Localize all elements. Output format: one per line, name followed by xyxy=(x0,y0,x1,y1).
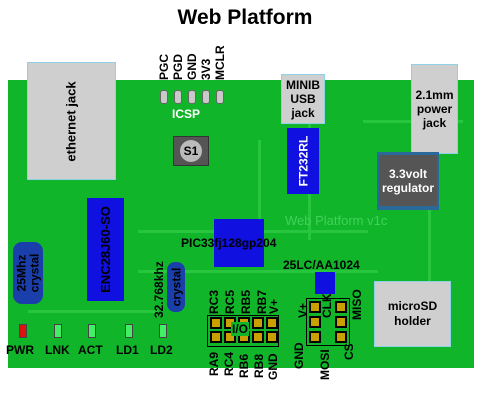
led-label-pwr: PWR xyxy=(6,343,34,357)
icsp-pin-3v3: 3V3 xyxy=(199,58,213,80)
icsp-pin xyxy=(174,90,182,104)
io-pin-top-label: V+ xyxy=(267,298,281,314)
spi-header-pin xyxy=(309,331,321,343)
io-header-pin xyxy=(266,317,278,329)
regulator: 3.3volt regulator xyxy=(379,155,437,206)
io-pin-bottom-label: RA9 xyxy=(207,351,221,376)
s1-button-cap: S1 xyxy=(180,140,202,162)
io-pin-bottom-label: RB6 xyxy=(237,353,251,378)
io-pin-top-label: RC3 xyxy=(207,289,221,314)
spi-pin-bottom-label: CS xyxy=(342,343,356,360)
icsp-pin xyxy=(160,90,168,104)
icsp-pin-mclr: MCLR xyxy=(213,45,227,80)
icsp-pin-pgd: PGD xyxy=(171,53,185,80)
spi-header xyxy=(306,298,350,346)
s1-button: S1 xyxy=(173,136,209,166)
crystal-25mhz-label-1: 25Mhz xyxy=(14,254,29,292)
crystal-32khz-freq: 32.768khz xyxy=(152,261,166,318)
crystal-25mhz-label-2: crystal xyxy=(27,253,42,293)
pcb-trace xyxy=(258,140,261,260)
spi-pin-top-label: MISO xyxy=(350,289,364,320)
led-label-ld2: LD2 xyxy=(150,343,173,357)
io-pin-bottom-label: GND xyxy=(266,353,280,380)
regulator-label-2: regulator xyxy=(381,180,434,195)
crystal-25mhz-label: 25Mhz crystal xyxy=(14,253,42,293)
led-label-act: ACT xyxy=(78,343,103,357)
icsp-pin xyxy=(202,90,210,104)
led-label-lnk: LNK xyxy=(45,343,70,357)
spi-header-pin xyxy=(335,301,347,313)
usb-jack-label-1: MINIB xyxy=(286,78,320,92)
enc28j60-label: ENC28J60-SO xyxy=(98,206,113,293)
power-jack-label-3: jack xyxy=(422,116,447,130)
spi-header-label: CLK xyxy=(320,293,334,318)
pcb-trace xyxy=(428,200,431,310)
io-header-label: I/O xyxy=(231,322,250,336)
microsd-label-2: holder xyxy=(394,314,431,328)
io-pin-bottom-label: RB8 xyxy=(252,353,266,378)
regulator-label-1: 3.3volt xyxy=(388,166,427,181)
io-pin-bottom-label: RC4 xyxy=(222,351,236,376)
power-jack: 2.1mm power jack xyxy=(411,64,458,154)
power-jack-label-1: 2.1mm xyxy=(415,88,454,102)
io-header-pin xyxy=(266,331,278,343)
spi-header-pin xyxy=(309,316,321,328)
io-pin-top-label: RC5 xyxy=(223,289,237,314)
led-lnk xyxy=(54,324,62,338)
pcb-trace xyxy=(138,270,378,273)
io-pin-top-label: RB5 xyxy=(239,289,253,314)
icsp-pin xyxy=(216,90,224,104)
usb-jack: MINIB USB jack xyxy=(281,74,325,124)
s1-label: S1 xyxy=(183,144,199,158)
led-ld1 xyxy=(125,324,133,338)
eeprom-label: 25LC/AA1024 xyxy=(283,258,360,272)
led-ld2 xyxy=(159,324,167,338)
pic-chip xyxy=(214,219,264,267)
spi-header-pin xyxy=(335,331,347,343)
crystal-32khz-label: crystal xyxy=(169,267,184,307)
power-jack-label-2: power xyxy=(416,102,453,116)
led-label-ld1: LD1 xyxy=(116,343,139,357)
icsp-pin-gnd: GND xyxy=(185,53,199,80)
pcb-trace xyxy=(28,310,158,313)
ft232-label: FT232RL xyxy=(296,135,310,187)
microsd-holder: microSD holder xyxy=(374,281,451,347)
io-header-pin xyxy=(210,331,222,343)
crystal-32khz: crystal xyxy=(167,262,185,312)
ethernet-jack: ethernet jack xyxy=(27,62,116,180)
eeprom-chip xyxy=(315,272,335,294)
ethernet-jack-label: ethernet jack xyxy=(63,80,79,162)
io-header-pin xyxy=(252,331,264,343)
microsd-label-1: microSD xyxy=(387,299,438,313)
io-header xyxy=(207,315,279,347)
page-title: Web Platform xyxy=(177,6,313,29)
enc28j60-chip: ENC28J60-SO xyxy=(87,198,124,301)
usb-jack-label-3: jack xyxy=(291,106,315,120)
icsp-label: ICSP xyxy=(172,107,201,121)
io-header-pin xyxy=(210,317,222,329)
silkscreen-text: Web Platform v1c xyxy=(285,213,388,228)
led-pwr xyxy=(19,324,27,338)
spi-header-pin xyxy=(335,316,347,328)
spi-pin-bottom-label: MOSI xyxy=(318,349,332,380)
usb-jack-label-2: USB xyxy=(290,92,316,106)
pic-label: PIC33fj128gp204 xyxy=(181,236,277,250)
led-act xyxy=(88,324,96,338)
spi-pin-bottom-label: GND xyxy=(292,342,306,369)
icsp-pin-pgc: PGC xyxy=(157,53,171,80)
icsp-pin xyxy=(188,90,196,104)
ft232-chip: FT232RL xyxy=(287,128,319,194)
crystal-25mhz: 25Mhz crystal xyxy=(13,242,43,304)
io-header-pin xyxy=(252,317,264,329)
spi-header-pin xyxy=(309,301,321,313)
